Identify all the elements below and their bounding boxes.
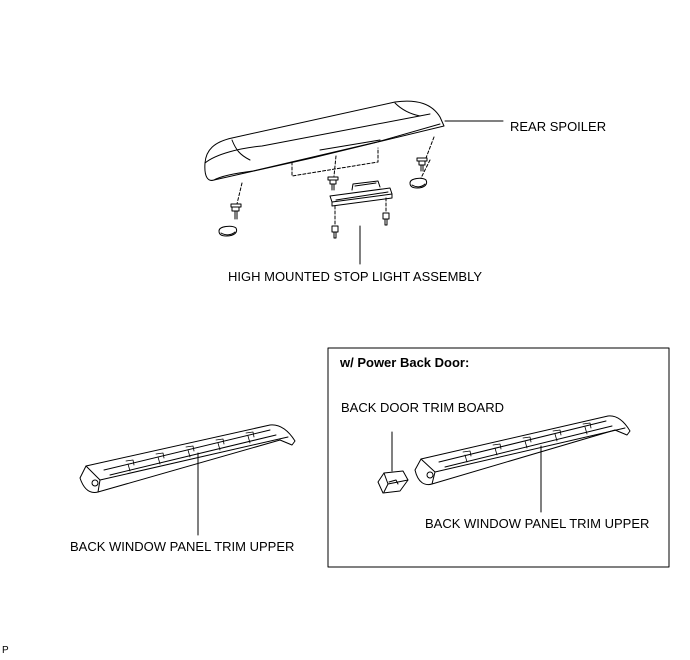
spoiler-bolt-3: [416, 157, 428, 172]
stop-light-drawing: [329, 180, 393, 207]
rear-spoiler-label: REAR SPOILER: [510, 119, 607, 134]
attachment-dashes: [235, 136, 435, 209]
back-door-trim-board-drawing: [377, 431, 409, 494]
back-window-trim-left-drawing: [79, 424, 296, 536]
trim-right-label: BACK WINDOW PANEL TRIM UPPER: [425, 516, 650, 531]
power-back-door-box: [327, 347, 670, 568]
spoiler-clip-1: [218, 225, 238, 237]
corner-mark: P: [2, 645, 9, 656]
back-window-trim-right-drawing: [414, 415, 631, 513]
inset-title: w/ Power Back Door:: [340, 355, 470, 370]
trim-board-label: BACK DOOR TRIM BOARD: [341, 400, 505, 415]
stop-light-screw-2: [382, 197, 390, 226]
spoiler-bolt-2: [327, 176, 339, 191]
spoiler-bolt-1: [230, 203, 242, 220]
stop-light-label: HIGH MOUNTED STOP LIGHT ASSEMBLY: [228, 269, 483, 284]
rear-spoiler-drawing: [204, 100, 504, 181]
spoiler-clip-2: [409, 177, 428, 189]
stop-light-screw-1: [331, 205, 339, 239]
trim-left-label: BACK WINDOW PANEL TRIM UPPER: [70, 539, 295, 554]
